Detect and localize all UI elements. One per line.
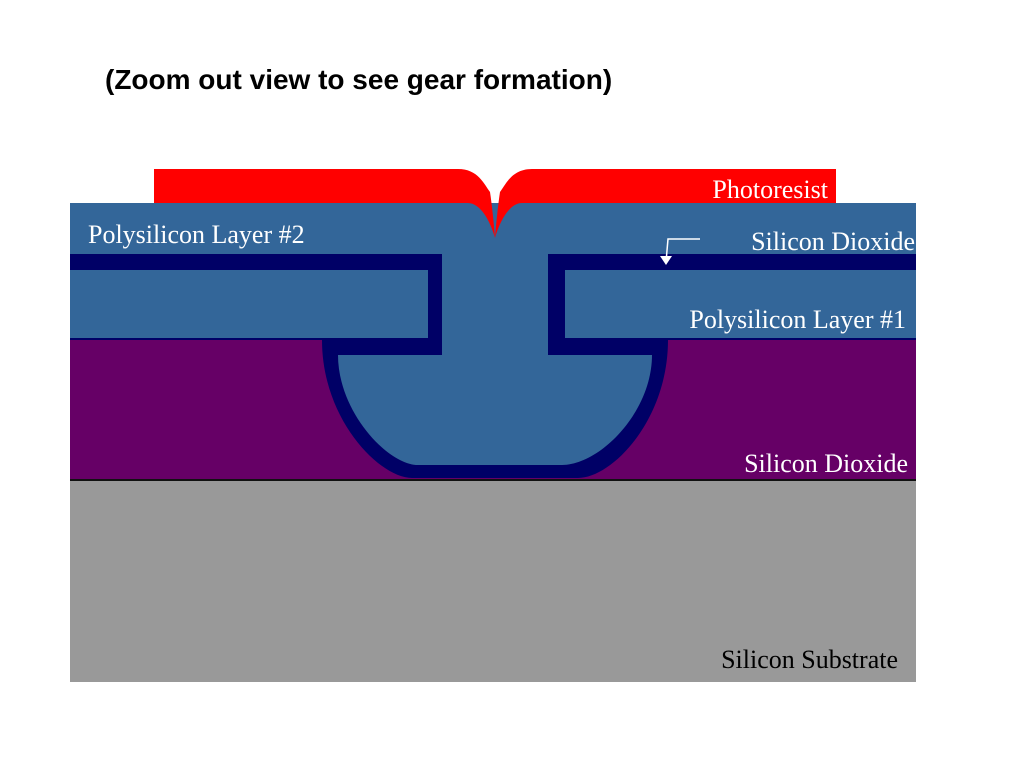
label-silicon-substrate: Silicon Substrate xyxy=(721,645,898,674)
polysilicon-layer-2 xyxy=(70,203,916,465)
label-polysilicon-layer-2: Polysilicon Layer #2 xyxy=(88,220,305,249)
label-silicon-dioxide-thick: Silicon Dioxide xyxy=(744,449,908,478)
label-silicon-dioxide-thin: Silicon Dioxide xyxy=(751,227,915,256)
polysilicon-layer-1-right xyxy=(565,270,916,338)
silicon-substrate-layer xyxy=(70,480,916,682)
silicon-dioxide-pointer-arrowhead xyxy=(660,256,672,265)
label-polysilicon-layer-1: Polysilicon Layer #1 xyxy=(689,305,906,334)
photoresist-layer xyxy=(154,169,836,238)
label-photoresist: Photoresist xyxy=(712,175,828,204)
slide-title: (Zoom out view to see gear formation) xyxy=(105,64,613,95)
polysilicon-layer-1-left xyxy=(70,270,428,338)
silicon-dioxide-pointer-line xyxy=(665,238,700,263)
